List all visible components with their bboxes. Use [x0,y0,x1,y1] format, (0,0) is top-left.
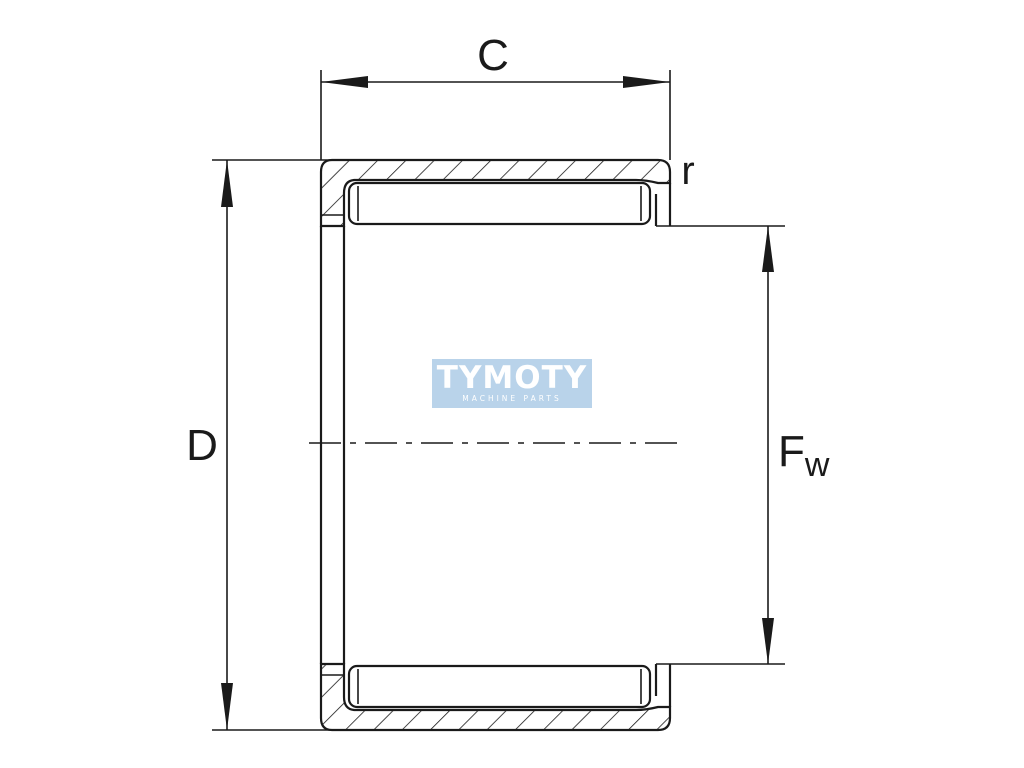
label-fw-main: F [778,427,805,476]
shell-top-section [319,158,672,228]
label-d: D [186,421,218,470]
label-c: C [477,31,509,80]
shell-bottom-section [319,662,672,732]
dimension-c [320,70,671,160]
roller-top [347,181,652,226]
watermark-logo: TYMOTY MACHINE PARTS [432,359,592,408]
label-fw: Fw [778,427,830,484]
watermark-name: TYMOTY [436,360,588,396]
needle-rollers [347,181,652,709]
roller-bottom [347,664,652,709]
outer-shell [319,158,672,732]
label-fw-sub: w [804,446,830,484]
dimension-d [212,159,332,731]
watermark-tagline: MACHINE PARTS [462,394,562,403]
label-r: r [681,149,694,193]
dimension-fw [762,226,774,664]
